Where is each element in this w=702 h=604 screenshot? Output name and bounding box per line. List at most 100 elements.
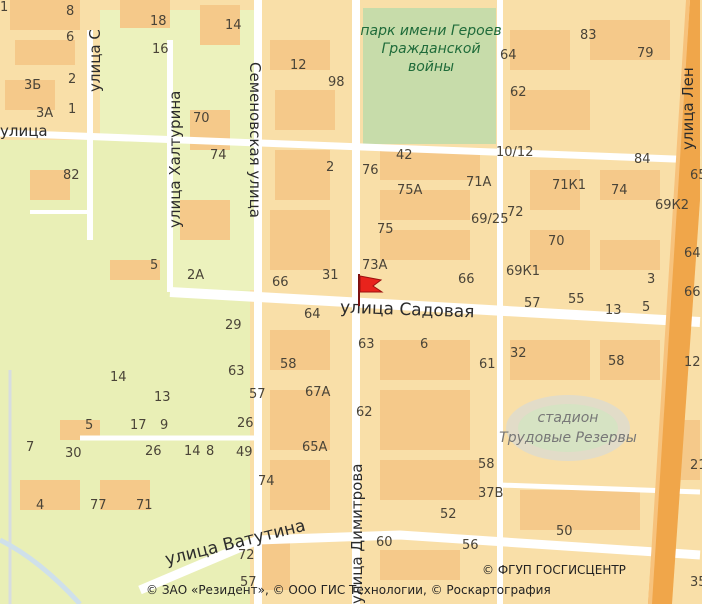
park-label-line3: войны bbox=[407, 59, 455, 75]
house-number: 66 bbox=[684, 285, 701, 300]
house-number: 60 bbox=[376, 535, 393, 550]
house-number: 29 bbox=[225, 318, 242, 333]
house-number: 3А bbox=[36, 106, 54, 121]
house-number: 73А bbox=[362, 258, 388, 273]
house-number: 69К2 bbox=[655, 198, 690, 213]
house-number: 42 bbox=[396, 148, 413, 163]
house-number: 2 bbox=[68, 72, 77, 87]
house-number: 62 bbox=[356, 405, 373, 420]
street-dimitrova: улица Димитрова bbox=[348, 463, 366, 604]
house-number: 31 bbox=[322, 268, 339, 283]
house-number: 63 bbox=[358, 337, 375, 352]
house-number: 17 bbox=[130, 418, 147, 433]
house-number: 5 bbox=[150, 258, 159, 273]
red-flag-icon[interactable] bbox=[355, 272, 385, 306]
house-number: 67А bbox=[305, 385, 331, 400]
house-number: 2 bbox=[326, 160, 335, 175]
house-number: 98 bbox=[328, 75, 345, 90]
house-number: 74 bbox=[210, 148, 227, 163]
house-number: 70 bbox=[193, 111, 210, 126]
stadium-label-line1: стадион bbox=[537, 410, 599, 426]
house-number: 57 bbox=[249, 387, 266, 402]
house-number: 84 bbox=[634, 152, 651, 167]
stadium-label: стадион Трудовые Резервы bbox=[478, 408, 658, 448]
house-number: 14 bbox=[225, 18, 242, 33]
house-number: 55 bbox=[568, 292, 585, 307]
house-number: 52 bbox=[440, 507, 457, 522]
house-number: 56 bbox=[462, 538, 479, 553]
house-number: 5 bbox=[85, 418, 94, 433]
house-number: 71К1 bbox=[552, 178, 587, 193]
house-number: 1 bbox=[0, 0, 9, 15]
house-number: 35 bbox=[690, 575, 702, 590]
house-number: 64 bbox=[684, 246, 701, 261]
house-number: 79 bbox=[637, 46, 654, 61]
house-number: 21 bbox=[690, 458, 702, 473]
house-number: 3 bbox=[647, 272, 656, 287]
house-number: 32 bbox=[510, 346, 527, 361]
house-number: 37В bbox=[478, 486, 504, 501]
house-number: 70 bbox=[548, 234, 565, 249]
house-number: 26 bbox=[145, 444, 162, 459]
house-number: 58 bbox=[608, 354, 625, 369]
house-number: 64 bbox=[500, 48, 517, 63]
house-number: 13 bbox=[154, 390, 171, 405]
house-number: 8 bbox=[206, 444, 215, 459]
house-number: 72 bbox=[507, 205, 524, 220]
street-top-left: улица С bbox=[86, 29, 104, 92]
house-number: 65 bbox=[690, 168, 702, 183]
street-right-top: улица Лен bbox=[679, 67, 697, 150]
house-number: 64 bbox=[304, 307, 321, 322]
house-number: 69К1 bbox=[506, 264, 541, 279]
house-number: 5 bbox=[642, 300, 651, 315]
house-number: 50 bbox=[556, 524, 573, 539]
house-number: 76 bbox=[362, 163, 379, 178]
house-number: 6 bbox=[420, 337, 429, 352]
house-number: 16 bbox=[152, 42, 169, 57]
house-number: 69/25 bbox=[471, 212, 509, 227]
house-number: 75 bbox=[377, 222, 394, 237]
house-number: 71А bbox=[466, 175, 492, 190]
house-number: 26 bbox=[237, 416, 254, 431]
park-label-line1: парк имени Героев bbox=[360, 23, 502, 39]
house-number: 49 bbox=[236, 445, 253, 460]
house-number: 12 bbox=[290, 58, 307, 73]
house-number: 74 bbox=[258, 474, 275, 489]
house-number: 13 bbox=[605, 303, 622, 318]
house-number: 8 bbox=[66, 4, 75, 19]
house-number: 71 bbox=[136, 498, 153, 513]
house-number: 57 bbox=[524, 296, 541, 311]
house-number: 72 bbox=[238, 548, 255, 563]
house-number: 74 bbox=[611, 183, 628, 198]
street-semenovskaya: Семеновская улица bbox=[246, 62, 264, 218]
house-number: 30 bbox=[65, 446, 82, 461]
park-label-line2: Гражданской bbox=[381, 41, 481, 57]
house-number: 6 bbox=[66, 30, 75, 45]
house-number: 1 bbox=[68, 102, 77, 117]
house-number: 77 bbox=[90, 498, 107, 513]
house-number: 65А bbox=[302, 440, 328, 455]
house-number: 3Б bbox=[24, 78, 42, 93]
house-number: 2А bbox=[187, 268, 205, 283]
house-number: 82 bbox=[63, 168, 80, 183]
house-number: 7 bbox=[26, 440, 35, 455]
house-number: 18 bbox=[150, 14, 167, 29]
house-number: 61 bbox=[479, 357, 496, 372]
house-number: 75А bbox=[397, 183, 423, 198]
street-left: улица bbox=[0, 122, 48, 140]
house-number: 62 bbox=[510, 85, 527, 100]
house-number: 66 bbox=[272, 275, 289, 290]
house-number: 4 bbox=[36, 498, 45, 513]
stadium-label-line2: Трудовые Резервы bbox=[499, 430, 637, 446]
house-number: 83 bbox=[580, 28, 597, 43]
house-number: 57 bbox=[240, 575, 257, 590]
house-number: 58 bbox=[478, 457, 495, 472]
house-number: 10/12 bbox=[496, 145, 534, 160]
house-number: 63 bbox=[228, 364, 245, 379]
house-number: 9 bbox=[160, 418, 169, 433]
house-number: 14 bbox=[184, 444, 201, 459]
house-number: 58 bbox=[280, 357, 297, 372]
house-number: 12 bbox=[684, 355, 701, 370]
